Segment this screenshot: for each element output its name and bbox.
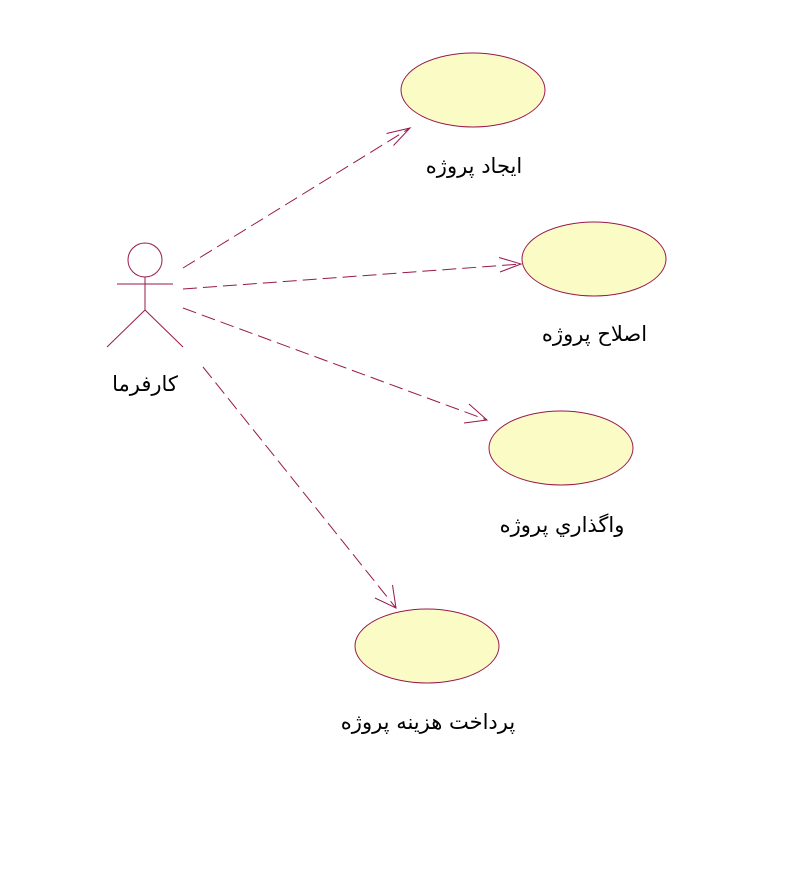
use-case-ellipse-uc2[interactable] xyxy=(521,221,667,297)
use-case-label-uc1: ایجاد پروژه xyxy=(425,154,523,178)
actor-stick-figure-icon[interactable] xyxy=(106,242,184,348)
association-arrow-uc4 xyxy=(202,366,397,609)
associations xyxy=(182,127,523,609)
association-arrow-uc1 xyxy=(182,127,412,269)
actor-right-leg xyxy=(144,309,184,348)
use-case-ellipse-uc1[interactable] xyxy=(400,52,546,128)
use-case-ellipse-uc3[interactable] xyxy=(488,410,634,486)
actor-label: کارفرما xyxy=(112,372,178,396)
use-case-ellipse-uc4[interactable] xyxy=(354,608,500,684)
association-arrow-uc3 xyxy=(182,307,489,424)
use-case-label-uc3: واگذاري پروژه xyxy=(499,513,625,537)
use-case-label-uc2: اصلاح پروژه xyxy=(541,322,648,346)
actor-left-leg xyxy=(106,309,146,348)
actor-head xyxy=(127,242,163,278)
association-arrow-uc2 xyxy=(182,257,523,290)
use-case-label-uc4: پرداخت هزینه پروژه xyxy=(340,710,516,734)
use-cases xyxy=(354,52,667,684)
